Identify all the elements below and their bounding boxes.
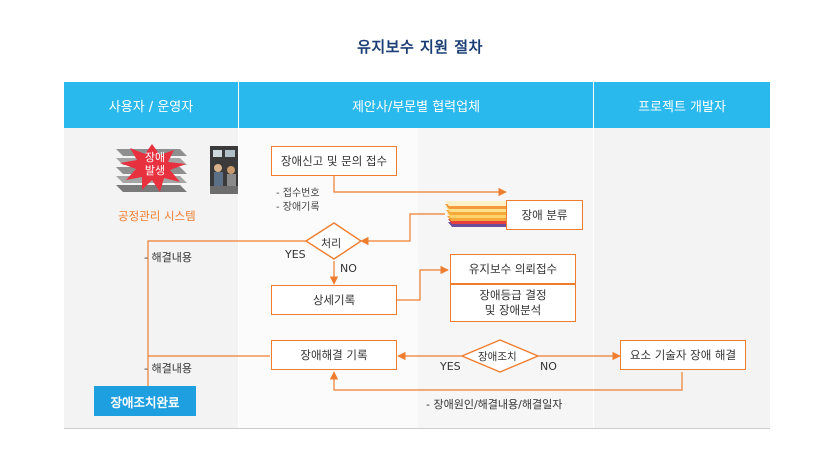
arrow-classify-to-process (360, 213, 445, 246)
resolution-note-2: - 해결내용 (144, 362, 192, 375)
classify-stack-icon (445, 201, 512, 227)
resolve-record-box: 장애해결 기록 (271, 340, 397, 370)
request-receive-box: 유지보수 의뢰접수 (450, 254, 576, 284)
action-yes-label: YES (440, 360, 461, 373)
arrow-detail-to-request (397, 265, 449, 301)
process-yes-label: YES (285, 248, 306, 261)
detail-record-box: 상세기록 (271, 285, 397, 315)
process-decision-label: 처리 (321, 237, 342, 250)
complete-box: 장애조치완료 (94, 386, 196, 416)
resolution-note-1: - 해결내용 (144, 251, 192, 264)
column-header-user: 사용자 / 운영자 (64, 82, 238, 128)
process-diamond (304, 222, 363, 260)
header-divider (593, 82, 594, 128)
header-divider (238, 82, 239, 128)
bottom-note: - 장애원인/해결내용/해결일자 (426, 398, 563, 411)
column-header-developer: 프로젝트 개발자 (594, 82, 770, 128)
arrow-receive-to-classify (333, 176, 507, 197)
action-decision-label: 장애조치 (478, 351, 517, 363)
receive-box: 장애신고 및 문의 접수 (271, 146, 397, 176)
page-title: 유지보수 지원 절차 (357, 38, 483, 56)
tech-resolve-box: 요소 기술자 장애 해결 (620, 340, 746, 370)
arrow-process-yes (143, 240, 306, 399)
server-error-icon (116, 144, 187, 192)
column-header-partner: 제안사/부문별 협력업체 (239, 82, 593, 128)
arrow-tech-to-record (329, 371, 683, 391)
classify-box: 장애 분류 (506, 200, 583, 230)
receive-note-number: - 접수번호 (276, 188, 320, 199)
system-label: 공정관리 시스템 (118, 209, 196, 223)
action-diamond (460, 339, 540, 373)
error-occur-badge: 장애 발생 (144, 151, 166, 177)
support-photo (210, 146, 238, 194)
action-no-label: NO (540, 360, 557, 373)
process-no-label: NO (340, 262, 357, 275)
grade-decide-box: 장애등급 결정 및 장애분석 (450, 284, 576, 322)
receive-note-record: - 장애기록 (276, 202, 320, 213)
bottom-rule (64, 428, 770, 429)
